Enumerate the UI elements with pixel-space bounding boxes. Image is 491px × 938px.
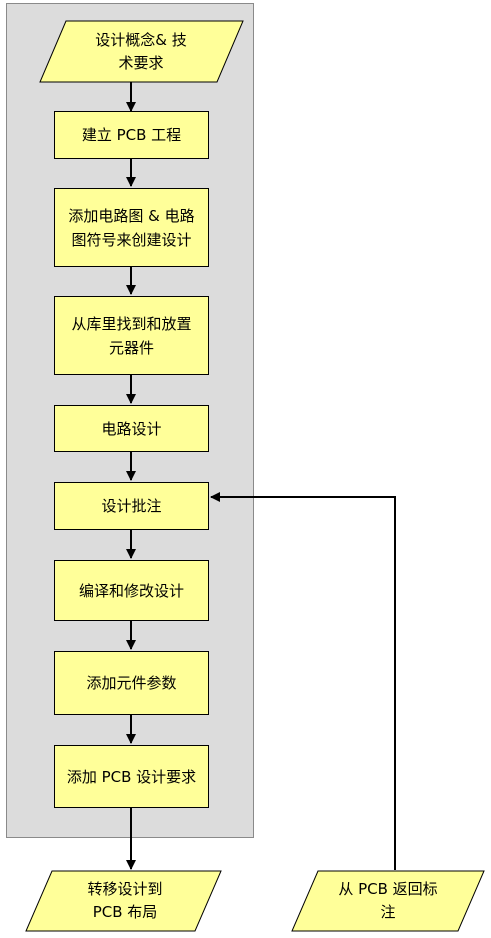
- step-create-pcb-project: 建立 PCB 工程: [54, 111, 209, 159]
- step-add-parameters: 添加元件参数: [54, 651, 209, 715]
- step-circuit-design: 电路设计: [54, 405, 209, 452]
- step-add-pcb-requirements: 添加 PCB 设计要求: [54, 745, 209, 808]
- step-place-components: 从库里找到和放置 元器件: [54, 296, 209, 375]
- step-design-annotation: 设计批注: [54, 482, 209, 530]
- step-compile-revise: 编译和修改设计: [54, 560, 209, 621]
- end-parallelogram: [25, 870, 222, 932]
- end-label: 转移设计到 PCB 布局: [87, 880, 163, 921]
- start-label: 设计概念& 技 术要求: [95, 30, 187, 72]
- step-add-schematic-symbols: 添加电路图 & 电路 图符号来创建设计: [54, 188, 209, 267]
- feedback-label: 从 PCB 返回标 注: [338, 880, 438, 921]
- start-parallelogram: [39, 20, 244, 83]
- feedback-arrow: [210, 492, 396, 870]
- feedback-parallelogram: [291, 870, 485, 932]
